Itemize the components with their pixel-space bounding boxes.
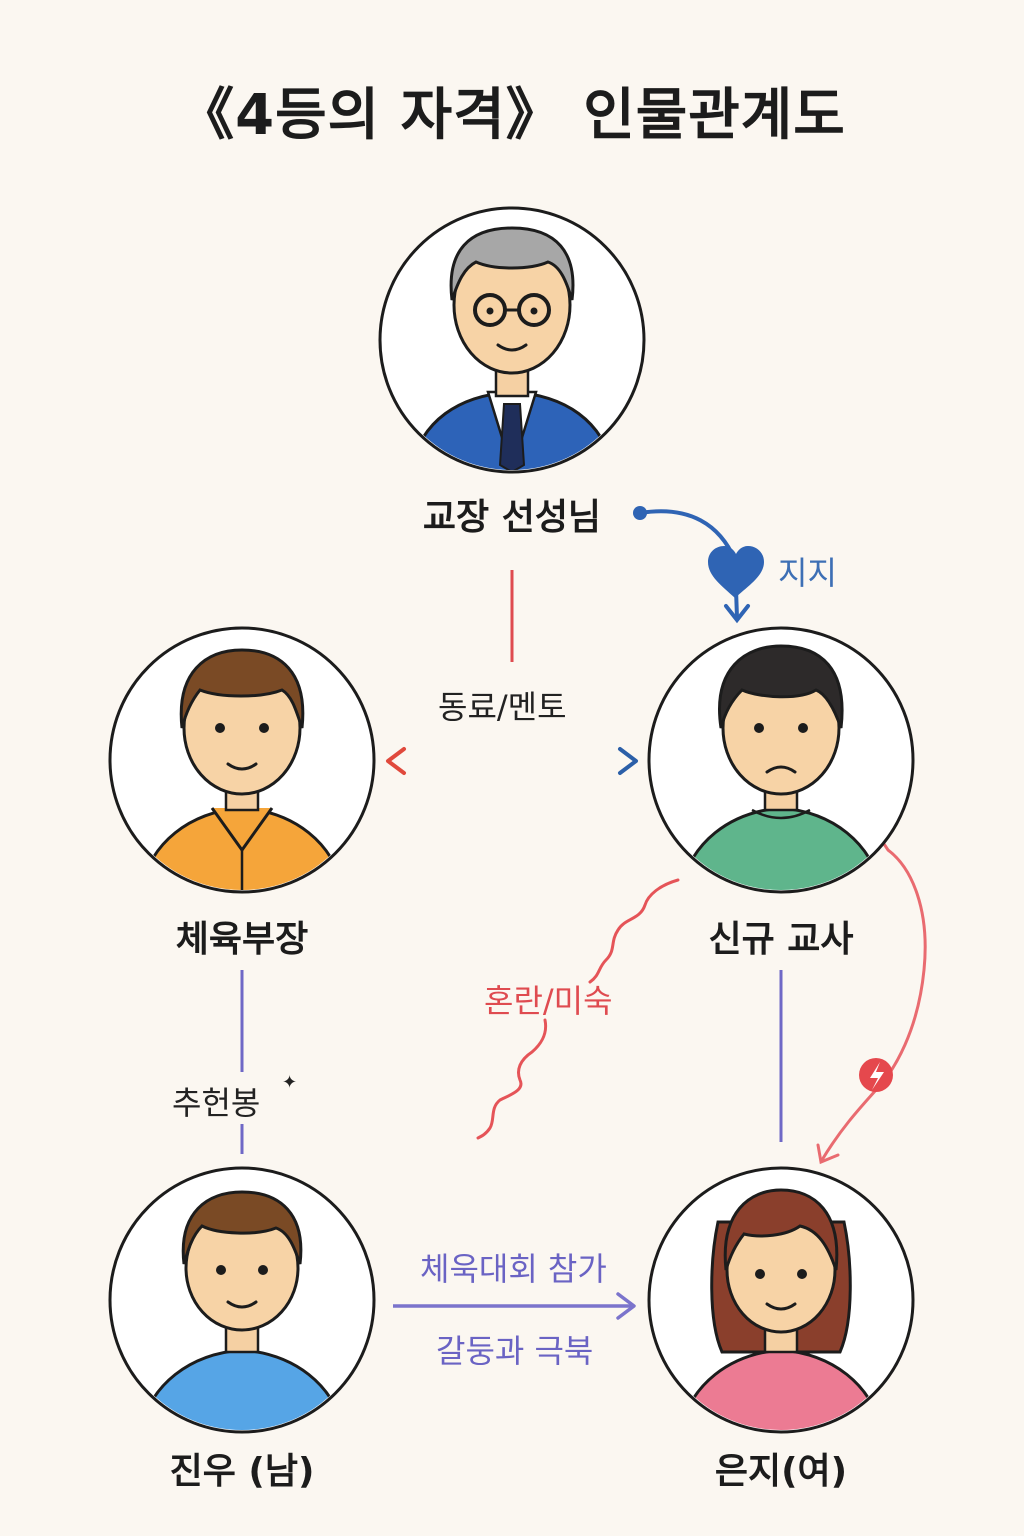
confusion-label: 혼란/미숙 [484, 982, 613, 1020]
heart-icon [708, 546, 764, 598]
sports-arrow [393, 1292, 636, 1320]
sparkle-icon: ✦ [282, 1072, 297, 1093]
confusion-squiggle [476, 878, 680, 1140]
principal-avatar-icon [378, 206, 646, 474]
new-teacher-avatar-icon [647, 626, 915, 894]
new-teacher-name: 신규 교사 [708, 919, 854, 960]
support-connector [633, 506, 764, 624]
eunji-name: 은지(여) [714, 1451, 848, 1492]
support-label: 지지 [778, 554, 837, 592]
conflict-label: 갈둥과 극북 [436, 1332, 594, 1370]
principal-name: 교장 선성님 [422, 497, 602, 538]
pe-head-avatar-icon [108, 626, 376, 894]
jinwoo-name: 진우 (남) [169, 1451, 315, 1492]
sports-event-label: 체욱대회 참가 [420, 1250, 607, 1288]
pe-head-name: 체육부장 [175, 919, 309, 960]
recommend-label: 추헌봉 [172, 1084, 261, 1122]
eunji-avatar-icon [647, 1166, 915, 1434]
mentor-arrow [386, 747, 638, 775]
colleague-mentor-label: 동료/멘토 [438, 688, 567, 726]
conflict-lightning-connector [816, 811, 927, 1165]
diagram-title: 《4등의 자격》 인물관계도 [178, 83, 846, 148]
jinwoo-avatar-icon [108, 1166, 376, 1434]
